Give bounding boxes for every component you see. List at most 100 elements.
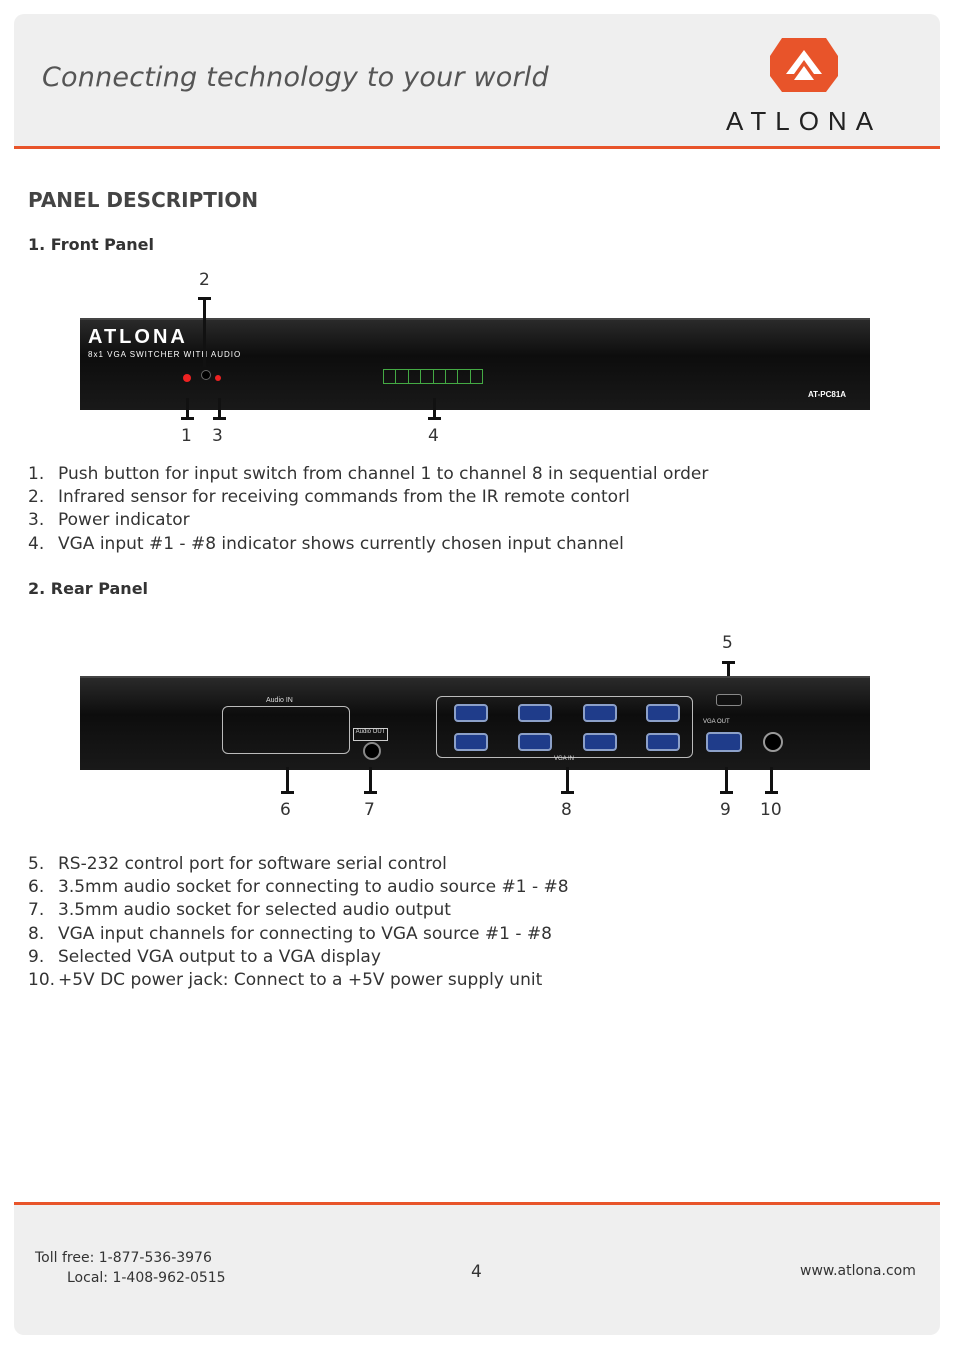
callout-2-line	[203, 297, 206, 367]
list-item-number: 5.	[28, 854, 45, 874]
vga-port	[583, 704, 617, 722]
select-button-led	[183, 374, 191, 382]
rear-panel-title: 2. Rear Panel	[28, 579, 149, 598]
list-item-text: Push button for input switch from channe…	[58, 464, 709, 484]
vga-in-block	[436, 696, 693, 758]
page-number: 4	[471, 1262, 482, 1282]
vga-port	[454, 704, 488, 722]
list-item-number: 2.	[28, 487, 45, 508]
callout-10-line	[770, 767, 773, 793]
callout-10: 10	[760, 800, 782, 820]
list-item: 2. Infrared sensor for receiving commands…	[28, 486, 708, 509]
callout-6-line	[286, 767, 289, 793]
callout-7-line	[369, 767, 372, 793]
callout-8: 8	[561, 800, 572, 820]
list-item: 6. 3.5mm audio socket for connecting to a…	[28, 876, 569, 899]
list-item: 8. VGA input channels for connecting to V…	[28, 923, 569, 946]
vga-in-label: VGA IN	[554, 756, 575, 762]
callout-1: 1	[181, 426, 192, 446]
page-footer	[14, 1205, 940, 1335]
list-item-number: 6.	[28, 877, 45, 898]
list-item-number: 9.	[28, 946, 45, 967]
atlona-wordmark: ATLONA	[725, 106, 883, 136]
callout-5: 5	[722, 633, 733, 653]
local-number: Local: 1-408-962-0515	[67, 1270, 226, 1286]
vga-out-port	[706, 732, 742, 752]
vga-port	[518, 704, 552, 722]
list-item: 7. 3.5mm audio socket for selected audio …	[28, 899, 569, 922]
audio-out-label: Audio OUT	[353, 728, 388, 741]
callout-6: 6	[280, 800, 291, 820]
list-item: 4. VGA input #1 - #8 indicator shows curr…	[28, 533, 708, 556]
header-rule	[14, 146, 940, 149]
callout-1-cap	[181, 417, 194, 420]
vga-port	[646, 704, 680, 722]
list-item-text: VGA input channels for connecting to VGA…	[58, 923, 552, 944]
list-item-text: Selected VGA output to a VGA display	[58, 946, 381, 967]
list-item-text: VGA input #1 - #8 indicator shows curren…	[58, 533, 624, 554]
rear-panel-image: Audio IN Audio OUT VGA IN VGA OUT	[80, 676, 870, 770]
front-panel-title: 1. Front Panel	[28, 235, 154, 254]
vga-port	[646, 733, 680, 751]
front-panel-list: 1. Push button for input switch from chan…	[28, 463, 708, 556]
list-item-number: 7.	[28, 900, 45, 921]
callout-4: 4	[428, 426, 439, 446]
device-model: AT-PC81A	[808, 390, 847, 399]
list-item-text: Power indicator	[58, 510, 190, 531]
device-brand: ATLONA	[88, 326, 188, 348]
rs232-port	[716, 694, 742, 706]
atlona-logo: ATLONA	[696, 34, 912, 136]
callout-7: 7	[364, 800, 375, 820]
website-link[interactable]: www.atlona.com	[800, 1263, 916, 1279]
ir-sensor	[201, 370, 211, 380]
list-item-number: 1.	[28, 464, 45, 484]
footer-rule	[14, 1202, 940, 1205]
list-item: 3. Power indicator	[28, 509, 708, 532]
list-item: 9. Selected VGA output to a VGA display	[28, 946, 569, 969]
callout-9: 9	[720, 800, 731, 820]
section-title: PANEL DESCRIPTION	[28, 188, 259, 212]
atlona-emblem-icon	[770, 38, 838, 92]
callout-9-cap	[720, 791, 733, 794]
list-item-number: 8.	[28, 923, 45, 944]
callout-6-cap	[281, 791, 294, 794]
list-item-number: 4.	[28, 533, 45, 554]
callout-1-line	[186, 398, 189, 419]
device-subtitle: 8x1 VGA SWITCHER WITH AUDIO	[88, 350, 242, 359]
vga-out-label: VGA OUT	[703, 719, 730, 725]
audio-in-label: Audio IN	[266, 697, 293, 704]
power-led	[215, 375, 221, 381]
list-item-text: RS-232 control port for software serial …	[58, 854, 447, 874]
callout-3-cap	[213, 417, 226, 420]
header-tagline: Connecting technology to your world	[42, 62, 549, 93]
list-item: 5. RS-232 control port for software seria…	[28, 853, 569, 876]
list-item-text: Infrared sensor for receiving commands f…	[58, 487, 630, 508]
list-item-text: 3.5mm audio socket for connecting to aud…	[58, 877, 569, 898]
list-item: 10.+5V DC power jack: Connect to a +5V p…	[28, 969, 569, 992]
power-jack	[763, 732, 783, 752]
callout-8-line	[566, 767, 569, 793]
callout-2: 2	[199, 270, 210, 290]
callout-4-cap	[428, 417, 441, 420]
callout-9-line	[725, 767, 728, 793]
vga-port	[583, 733, 617, 751]
channel-indicator-strip	[383, 369, 483, 384]
audio-in-block	[222, 706, 350, 754]
callout-3-line	[218, 398, 221, 419]
vga-port	[518, 733, 552, 751]
callout-3: 3	[212, 426, 223, 446]
list-item-text: 3.5mm audio socket for selected audio ou…	[58, 900, 451, 921]
list-item-number: 3.	[28, 510, 45, 531]
vga-port	[454, 733, 488, 751]
front-panel-image: ATLONA 8x1 VGA SWITCHER WITH AUDIO AT-PC…	[80, 318, 870, 410]
list-item-number: 10.	[28, 970, 56, 991]
rear-panel-list: 5. RS-232 control port for software seria…	[28, 853, 569, 992]
callout-4-line	[433, 398, 436, 419]
list-item-text: +5V DC power jack: Connect to a +5V powe…	[58, 970, 543, 991]
toll-free-number: Toll free: 1-877-536-3976	[35, 1250, 212, 1266]
callout-10-cap	[765, 791, 778, 794]
callout-8-cap	[561, 791, 574, 794]
audio-out-jack	[363, 742, 381, 760]
callout-7-cap	[364, 791, 377, 794]
list-item: 1. Push button for input switch from chan…	[28, 463, 708, 486]
